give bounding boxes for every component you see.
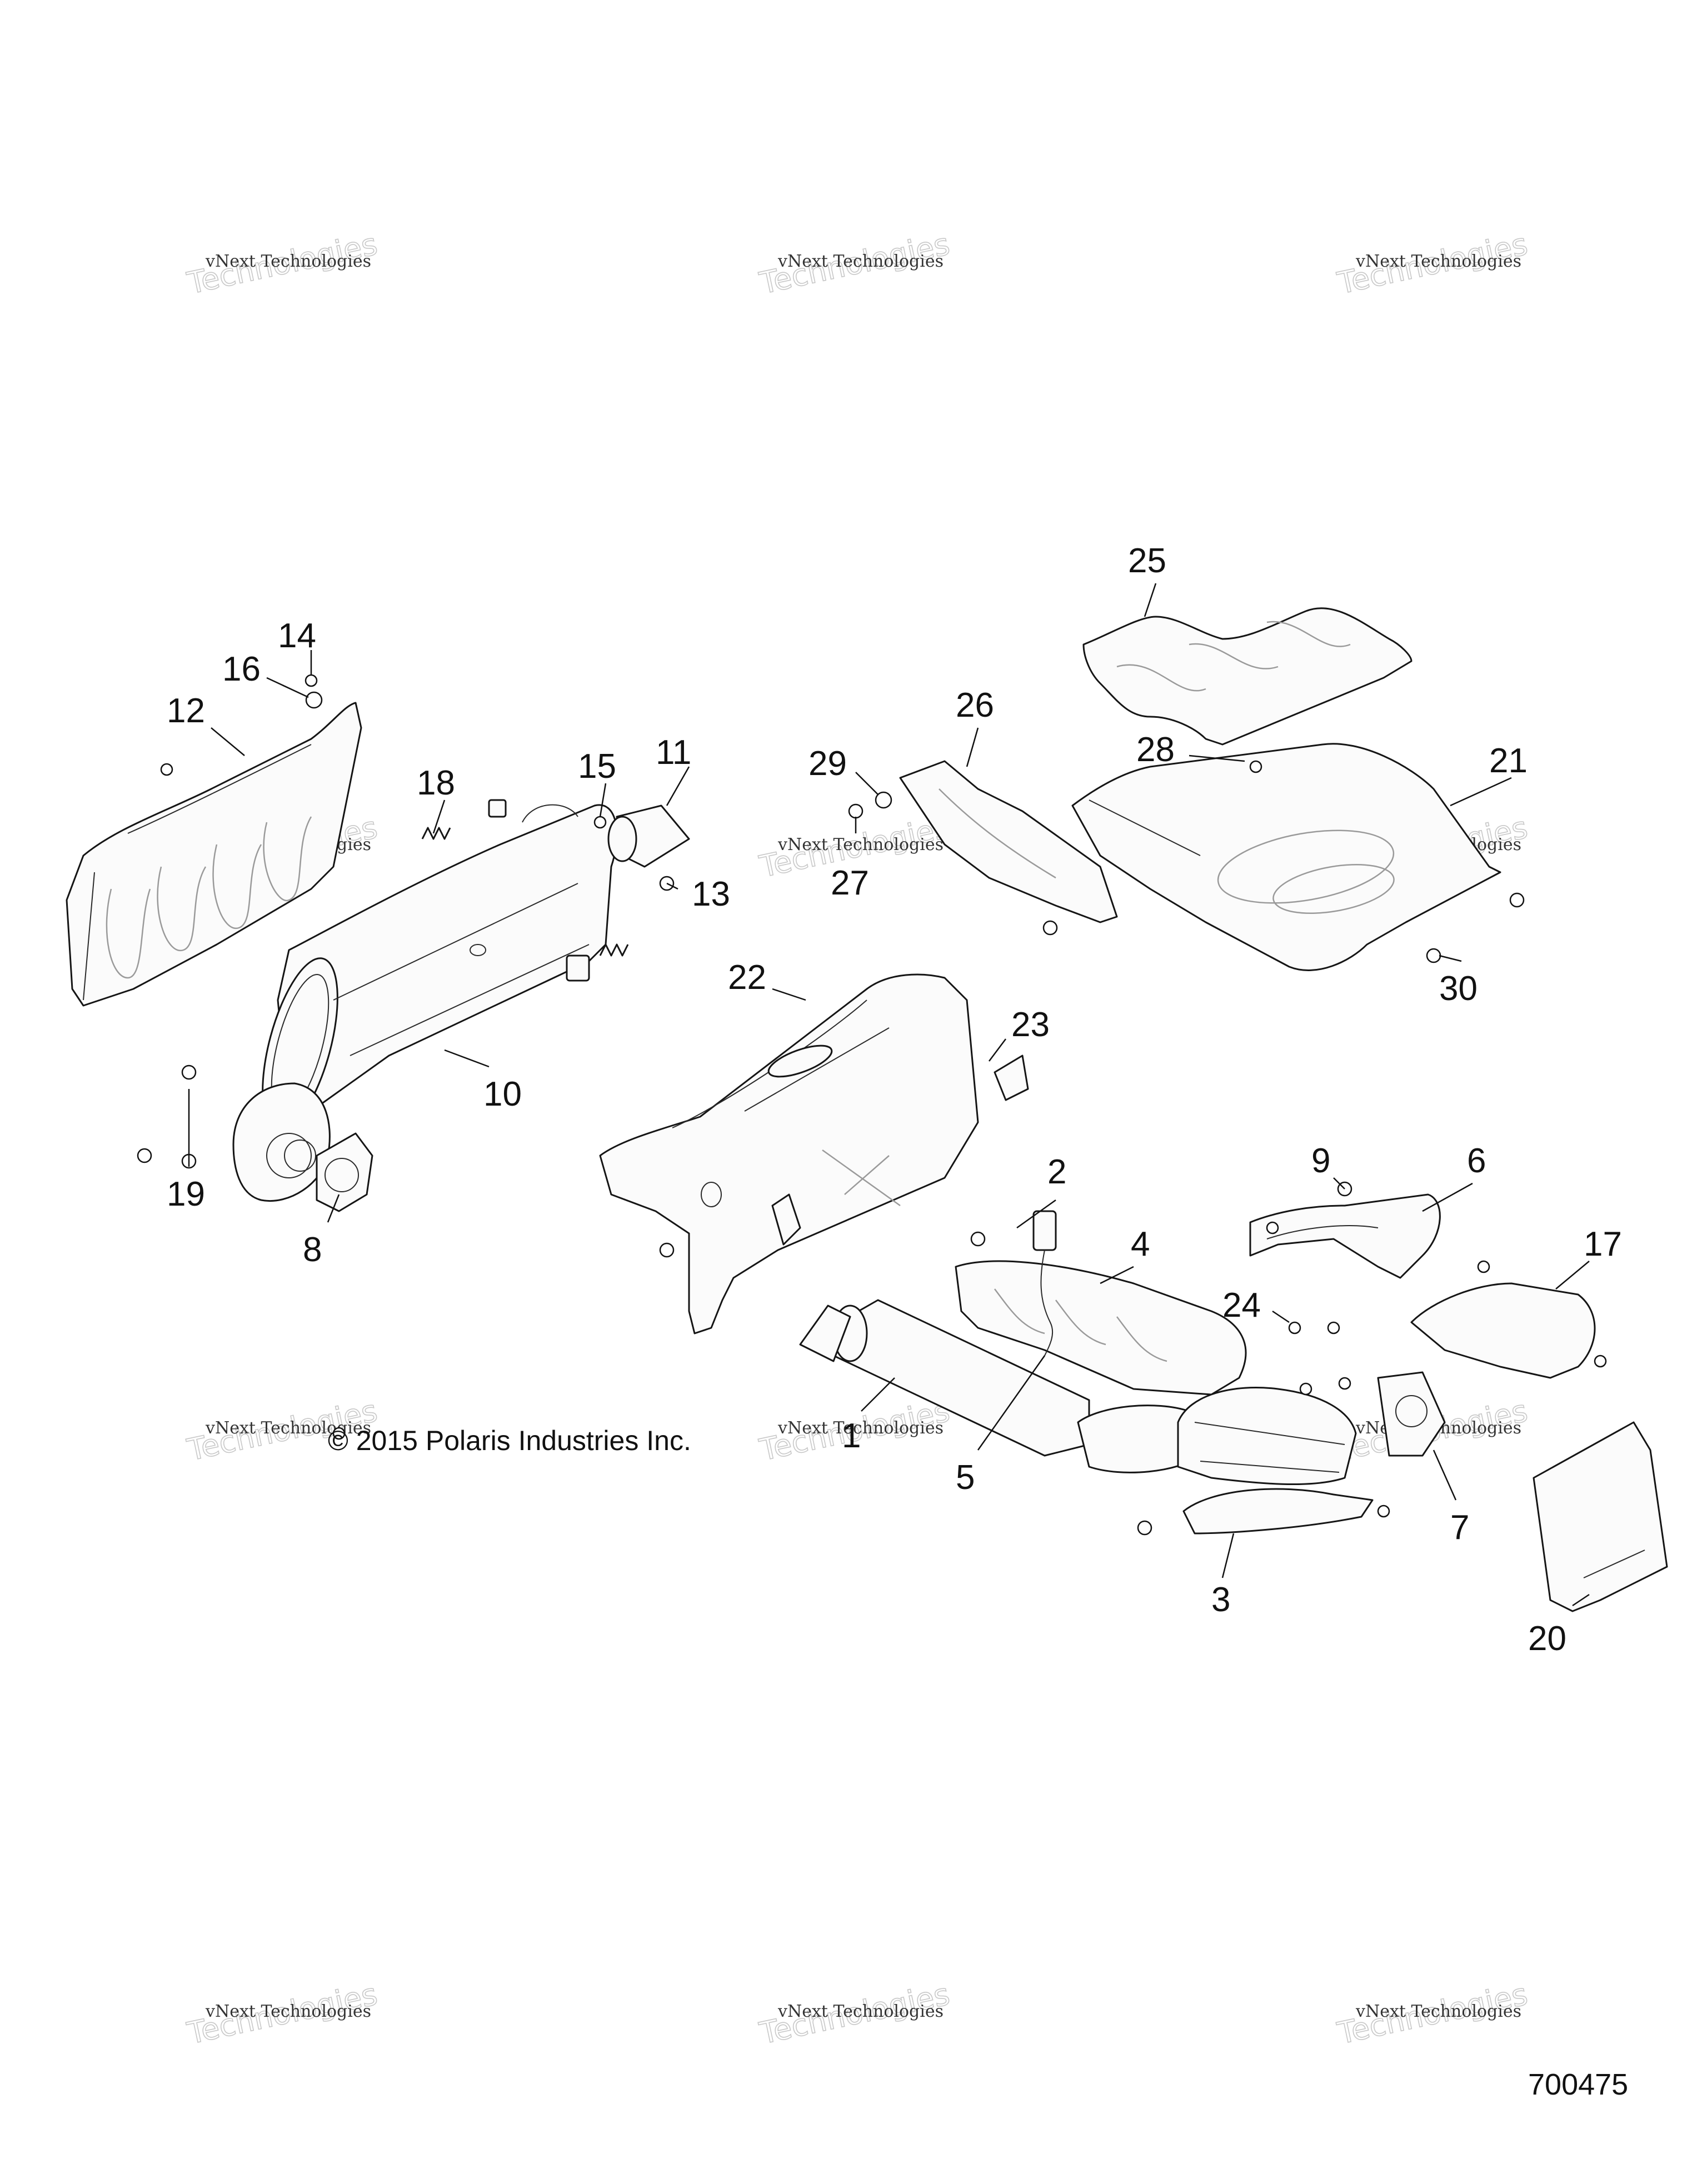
callout-11: 11 [656,733,691,772]
part-catalytic-elbow [1077,1387,1357,1486]
part-17-outlet-shield [1410,1282,1596,1379]
svg-text:vNext Technologies: vNext Technologies [777,835,944,854]
part-3-band-clamp [1182,1488,1374,1535]
part-22-heat-shield [599,973,979,1335]
part-25-top-shield [1082,607,1412,746]
callout-20: 20 [1528,1620,1566,1658]
callout-12: 12 [167,692,205,730]
part-18-springs [421,804,629,957]
callout-18: 18 [417,764,455,802]
callout-17: 17 [1584,1225,1622,1263]
callout-23: 23 [1011,1006,1050,1044]
part-6-pipe-shield [1249,1193,1441,1279]
svg-text:vNext Technologies: vNext Technologies [205,252,371,271]
callout-labels: 1 2 3 4 5 6 7 8 9 10 11 12 13 14 15 16 1… [167,542,1622,1658]
callout-29: 29 [808,744,847,783]
callout-9: 9 [1311,1142,1330,1180]
callout-2: 2 [1047,1153,1066,1191]
watermark: Technologies vNext Technologies [1334,226,1531,302]
part-4-pipe-heat-shield [955,1260,1247,1396]
callout-10: 10 [483,1075,522,1113]
leader-lines [188,583,1590,1607]
callout-16: 16 [222,650,261,688]
watermark: Technologies vNext Technologies [756,1976,953,2052]
callout-19: 19 [167,1175,205,1213]
svg-text:vNext Technologies: vNext Technologies [777,2002,944,2021]
copyright-notice: © 2015 Polaris Industries Inc. [328,1425,691,1456]
svg-text:vNext Technologies: vNext Technologies [1355,2002,1521,2021]
svg-text:vNext Technologies: vNext Technologies [205,2002,371,2021]
callout-4: 4 [1131,1225,1150,1263]
callout-8: 8 [303,1231,322,1269]
part-11-spark-arrestor [607,804,690,868]
callout-15: 15 [578,747,616,786]
part-7-gasket [1377,1371,1446,1457]
callout-28: 28 [1136,731,1175,769]
part-8-gasket [316,1132,373,1212]
callout-27: 27 [831,864,869,902]
part-5-o2-sensor [1032,1210,1057,1356]
part-26-middle-shield [899,760,1118,923]
callout-24: 24 [1222,1286,1261,1325]
watermark: Technologies vNext Technologies [1334,1976,1531,2052]
part-21-rear-shield [1071,743,1501,971]
callout-13: 13 [692,875,730,913]
callout-1: 1 [842,1417,861,1455]
callout-25: 25 [1128,542,1166,580]
callout-30: 30 [1439,969,1478,1008]
callout-5: 5 [956,1458,975,1497]
callout-22: 22 [728,958,766,997]
part-10-muffler [232,799,618,1202]
part-20-plate [1533,1421,1668,1612]
callout-21: 21 [1489,742,1528,780]
svg-text:vNext Technologies: vNext Technologies [1355,252,1521,271]
watermark: Technologies vNext Technologies [183,1976,381,2052]
callout-3: 3 [1211,1581,1230,1619]
part-23-mount [994,1054,1029,1101]
watermark: Technologies vNext Technologies [756,226,953,302]
part-12-muffler-heat-shield [66,702,362,1007]
callout-14: 14 [278,617,316,655]
svg-text:vNext Technologies: vNext Technologies [777,1418,944,1438]
callout-6: 6 [1467,1142,1486,1180]
svg-text:vNext Technologies: vNext Technologies [777,252,944,271]
watermark: Technologies vNext Technologies [183,226,381,302]
callout-7: 7 [1450,1508,1469,1547]
callout-26: 26 [956,686,994,724]
document-number: 700475 [1528,2068,1628,2101]
